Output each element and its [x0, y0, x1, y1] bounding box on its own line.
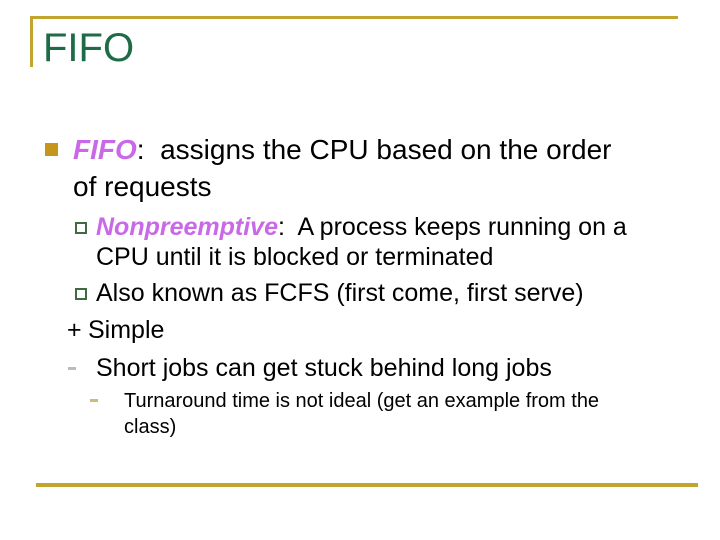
bullet-item-short-jobs: Short jobs can get stuck behind long job…: [68, 353, 685, 383]
left-accent-line: [30, 16, 33, 67]
keyword-nonpreemptive: Nonpreemptive: [96, 213, 278, 241]
plus-bullet-icon: +: [67, 316, 82, 344]
bottom-accent-line: [36, 483, 698, 487]
hollow-square-bullet-icon: [75, 288, 87, 300]
slide-title: FIFO: [43, 26, 135, 70]
bullet-item-fifo: FIFO: assigns the CPU based on the order…: [45, 131, 685, 205]
bullet-text: Nonpreemptive: A process keeps running o…: [75, 212, 681, 272]
bullet-text: FIFO: assigns the CPU based on the order…: [45, 131, 631, 205]
bullet-list: FIFO: assigns the CPU based on the order…: [45, 131, 685, 440]
bullet-text: Short jobs can get stuck behind long job…: [96, 354, 552, 382]
bullet-text: Simple: [88, 316, 165, 344]
bullet-item-turnaround: Turnaround time is not ideal (get an exa…: [90, 388, 685, 440]
dash-bullet-icon: [90, 399, 98, 402]
bullet-text-rest: : A process keeps running on a CPU until…: [96, 213, 634, 271]
keyword-fifo: FIFO: [73, 134, 137, 165]
bullet-item-simple: + Simple: [67, 315, 685, 345]
bullet-text-rest: : assigns the CPU based on the order of …: [73, 134, 620, 202]
bullet-item-nonpreemptive: Nonpreemptive: A process keeps running o…: [75, 212, 685, 272]
filled-square-bullet-icon: [45, 143, 58, 156]
top-accent-line: [30, 16, 678, 19]
bullet-text: Also known as FCFS (first come, first se…: [96, 279, 584, 307]
dash-bullet-icon: [68, 367, 76, 370]
hollow-square-bullet-icon: [75, 222, 87, 234]
bullet-text: Turnaround time is not ideal (get an exa…: [124, 390, 605, 438]
bullet-item-fcfs: Also known as FCFS (first come, first se…: [75, 278, 685, 308]
